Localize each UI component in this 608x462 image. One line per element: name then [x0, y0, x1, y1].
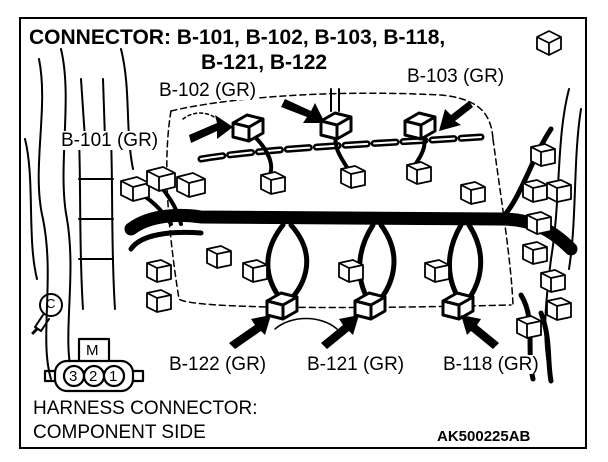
label-b121: B-121 (GR): [305, 354, 407, 375]
harness-caption-line-1: HARNESS CONNECTOR:: [33, 398, 258, 419]
label-b101: B-101 (GR): [59, 130, 161, 151]
lower-branch-wires: [265, 222, 484, 304]
ground-label: C: [46, 296, 56, 311]
label-b103: B-103 (GR): [405, 66, 507, 87]
left-hoses: [24, 48, 134, 380]
figure-code: AK500225AB: [437, 428, 531, 445]
pin-label-1: 1: [109, 368, 118, 385]
engine-harness-illustration: [24, 30, 582, 393]
pin-label-3: 3: [69, 368, 78, 385]
ground-symbol-icon: [31, 293, 63, 335]
label-b102: B-102 (GR): [157, 80, 259, 101]
small-connectors: [120, 30, 572, 339]
label-b118: B-118 (GR): [441, 354, 541, 375]
diagram-frame: CONNECTOR: B-101, B-102, B-103, B-118, B…: [19, 17, 587, 449]
upper-harness: [197, 133, 485, 163]
harness-caption-line-2: COMPONENT SIDE: [33, 422, 206, 443]
pointer-arrows-outline: [182, 112, 218, 120]
main-harness: [124, 126, 578, 256]
connector-key: M: [86, 342, 99, 359]
pin-label-2: 2: [89, 368, 98, 385]
connector-pin-diagram: [43, 337, 145, 393]
target-connectors: [231, 111, 475, 321]
label-b122: B-122 (GR): [167, 354, 269, 375]
pointer-arrows: [189, 99, 499, 349]
title-line-2: B-121, B-122: [201, 51, 328, 74]
title-line-1: CONNECTOR: B-101, B-102, B-103, B-118,: [29, 26, 446, 49]
